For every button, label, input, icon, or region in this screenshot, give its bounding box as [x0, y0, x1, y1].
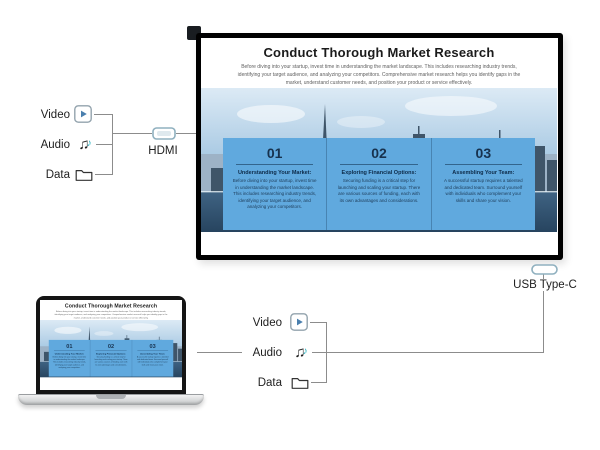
- column-body: A successful startup requires a talented…: [444, 178, 523, 203]
- connection-line: [176, 133, 196, 134]
- video-play-icon: [290, 313, 308, 331]
- hdmi-label: HDMI: [148, 145, 178, 157]
- usb-c-connector-icon: [531, 264, 558, 275]
- connection-line: [112, 114, 113, 175]
- slide-panel: 01 Understanding Your Market: Before div…: [48, 339, 174, 377]
- data-label: Data: [257, 377, 282, 389]
- monitor-screen: Conduct Thorough Market Research Before …: [201, 38, 558, 255]
- laptop-hinge-notch: [96, 395, 126, 399]
- laptop-base: [18, 394, 204, 405]
- slide-panel: 01 Understanding Your Market: Before div…: [223, 138, 535, 230]
- column-number: 01: [236, 145, 314, 165]
- column-number: 01: [53, 343, 85, 351]
- audio-label: Audio: [40, 139, 70, 151]
- video-label: Video: [40, 109, 70, 121]
- column-heading: Understanding Your Market:: [237, 170, 312, 176]
- connection-line: [96, 144, 112, 145]
- slide: Conduct Thorough Market Research Before …: [201, 38, 557, 254]
- column-body: Before diving into your startup, invest …: [232, 178, 317, 210]
- slide-column: 02 Exploring Financial Options: Securing…: [90, 339, 132, 377]
- slide-title: Conduct Thorough Market Research: [263, 45, 495, 60]
- connection-line: [311, 382, 326, 383]
- connection-line: [112, 133, 152, 134]
- slide-subtitle: Before diving into your startup, invest …: [237, 64, 521, 86]
- connection-line: [326, 352, 543, 353]
- data-folder-icon: [75, 167, 93, 182]
- column-heading: Assembling Your Team:: [140, 352, 166, 356]
- column-body: Securing funding is a critical step for …: [94, 355, 128, 366]
- column-number: 02: [340, 145, 418, 165]
- column-heading: Exploring Financial Options:: [96, 352, 126, 356]
- data-folder-icon: [291, 375, 309, 390]
- column-number: 02: [95, 343, 127, 351]
- column-number: 03: [137, 343, 169, 351]
- connection-line: [312, 352, 326, 353]
- audio-notes-icon: ♫♪: [294, 343, 308, 361]
- video-play-icon: [74, 105, 92, 123]
- external-monitor: Conduct Thorough Market Research Before …: [196, 33, 563, 260]
- slide-column: 03 Assembling Your Team: A successful st…: [430, 138, 535, 230]
- slide-column: 01 Understanding Your Market: Before div…: [223, 138, 326, 230]
- column-heading: Understanding Your Market:: [54, 352, 85, 356]
- column-body: Securing funding is a critical step for …: [337, 178, 421, 203]
- slide: Conduct Thorough Market Research Before …: [40, 300, 182, 387]
- connection-line: [95, 174, 112, 175]
- connection-line: [310, 322, 326, 323]
- slide-column: 01 Understanding Your Market: Before div…: [49, 340, 90, 377]
- connection-line: [543, 274, 544, 353]
- data-label: Data: [45, 169, 70, 181]
- slide-column: 02 Exploring Financial Options: Securing…: [326, 138, 430, 230]
- column-body: Before diving into your startup, invest …: [52, 355, 87, 369]
- video-label: Video: [252, 317, 282, 329]
- column-number: 03: [444, 145, 522, 165]
- column-body: A successful startup requires a talented…: [136, 355, 169, 366]
- connection-line: [197, 352, 242, 353]
- audio-notes-icon: ♫♪: [78, 135, 92, 153]
- usb-c-label: USB Type-C: [505, 279, 585, 291]
- laptop-screen: Conduct Thorough Market Research Before …: [36, 296, 186, 394]
- connection-line: [94, 114, 112, 115]
- column-heading: Exploring Financial Options:: [341, 170, 417, 176]
- slide-column: 03 Assembling Your Team: A successful st…: [131, 339, 174, 377]
- slide-title: Conduct Thorough Market Research: [64, 302, 158, 309]
- column-heading: Assembling Your Team:: [452, 170, 515, 176]
- audio-label: Audio: [252, 347, 282, 359]
- laptop-screen-inner: Conduct Thorough Market Research Before …: [40, 300, 182, 390]
- slide-subtitle: Before diving into your startup, invest …: [54, 310, 168, 319]
- hdmi-connector-icon: [152, 127, 176, 140]
